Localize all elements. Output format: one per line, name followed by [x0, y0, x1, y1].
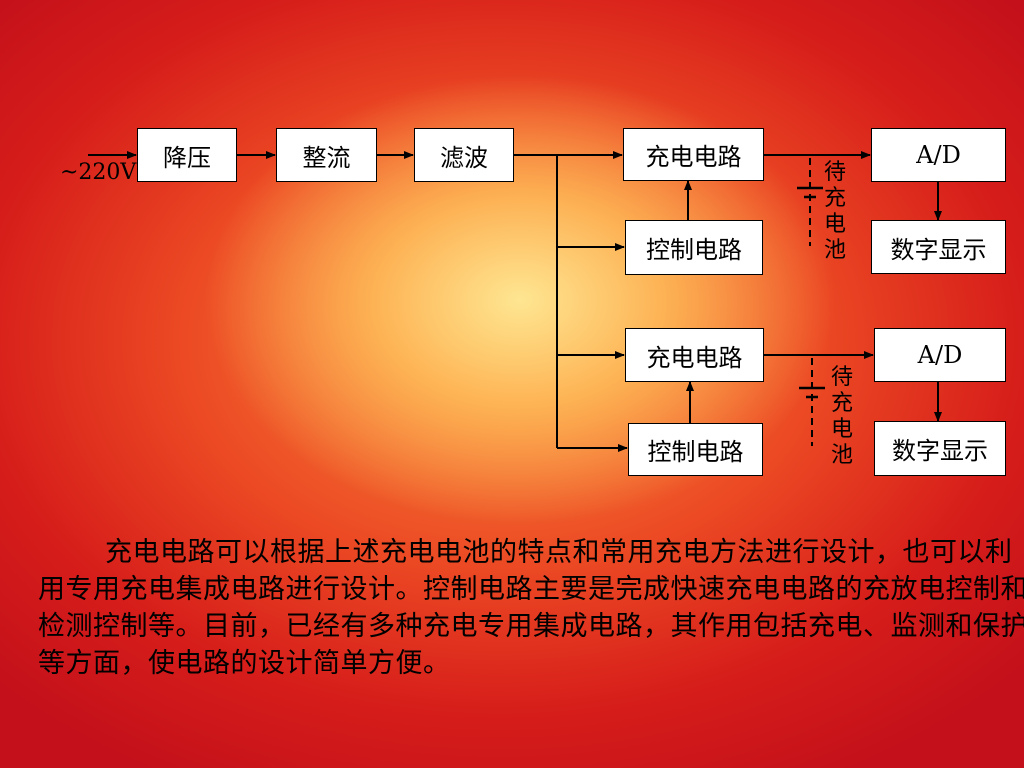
- digital-display-block-2: 数字显示: [874, 421, 1006, 476]
- battery-label-char: 待: [830, 365, 853, 390]
- rectifier-block: 整流: [276, 128, 377, 182]
- battery-label-char: 充: [823, 186, 846, 211]
- battery-label-char: 池: [830, 443, 853, 468]
- filter-block: 滤波: [414, 128, 514, 182]
- charging-circuit-block-1: 充电电路: [623, 128, 764, 181]
- battery-label-2: 待 充 电 池: [829, 365, 855, 469]
- battery-label-char: 充: [830, 391, 853, 416]
- ad-block-2: A/D: [874, 328, 1006, 382]
- battery-label-char: 待: [823, 160, 846, 185]
- digital-display-block-1: 数字显示: [871, 220, 1006, 274]
- battery-label-char: 电: [830, 417, 853, 442]
- input-voltage-label: ~220V: [60, 160, 137, 185]
- battery-label-char: 电: [823, 212, 846, 237]
- ad-block-1: A/D: [871, 128, 1006, 182]
- control-circuit-block-1: 控制电路: [625, 220, 763, 275]
- charging-circuit-block-2: 充电电路: [625, 328, 764, 382]
- battery-label-char: 池: [823, 238, 846, 263]
- description-paragraph: 充电电路可以根据上述充电电池的特点和常用充电方法进行设计，也可以利用专用充电集成…: [38, 537, 1024, 679]
- control-circuit-block-2: 控制电路: [628, 423, 763, 476]
- step-down-block: 降压: [137, 128, 237, 182]
- battery-label-1: 待 充 电 池: [822, 160, 848, 264]
